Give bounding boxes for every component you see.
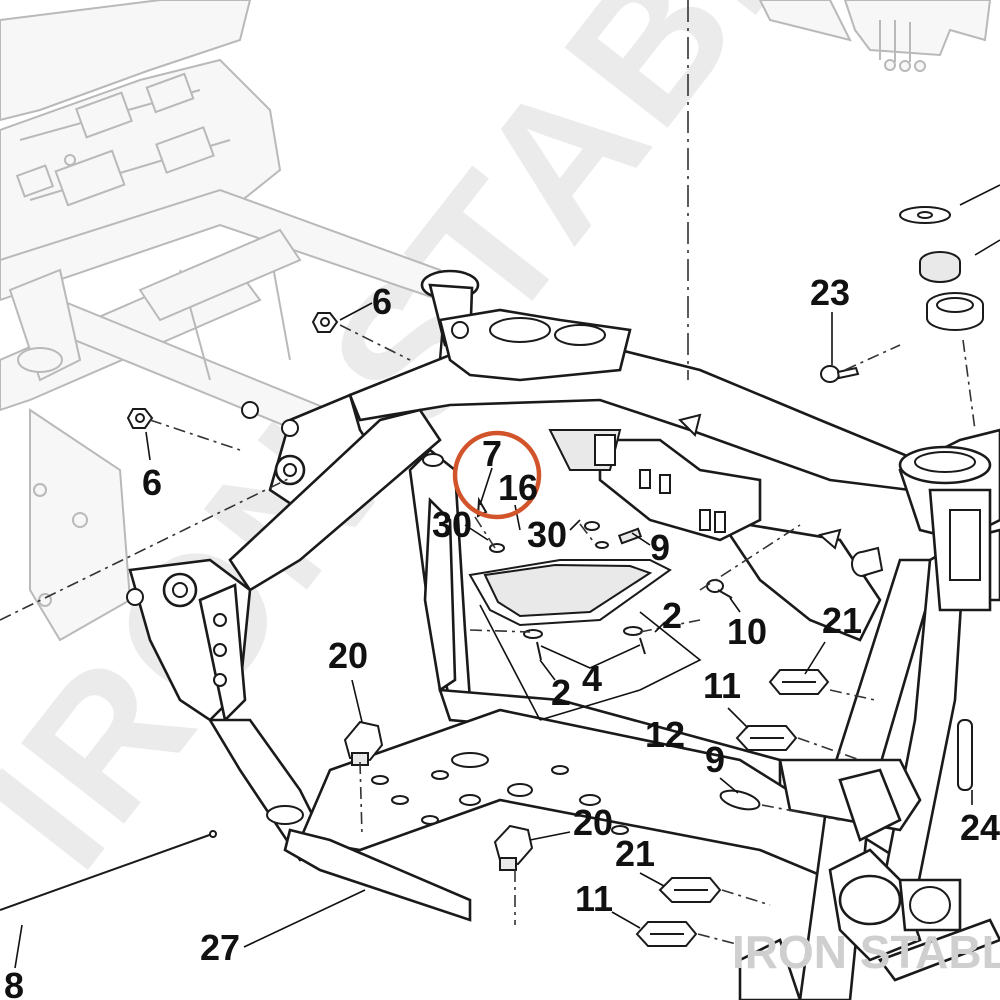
callout-12: 12 xyxy=(645,714,685,755)
callout-4: 4 xyxy=(582,658,602,699)
side-cover-assembly xyxy=(468,496,733,661)
main-frame xyxy=(128,269,1000,1000)
faded-top-right-hardware xyxy=(758,0,992,72)
callout-9-lower: 9 xyxy=(705,739,725,780)
callout-9-upper: 9 xyxy=(650,527,670,568)
highlight-circle xyxy=(452,430,542,520)
callout-11-upper: 11 xyxy=(703,665,741,706)
callout-8: 8 xyxy=(4,965,24,1000)
callout-6-lower: 6 xyxy=(142,462,162,503)
hardware xyxy=(0,206,984,947)
callout-2-right: 2 xyxy=(662,595,682,636)
callout-6-upper: 6 xyxy=(372,281,392,322)
assembly-lines xyxy=(0,0,976,946)
faded-rear-subframe xyxy=(0,0,441,642)
callout-30-right: 30 xyxy=(527,514,567,555)
callout-27: 27 xyxy=(200,927,240,968)
callout-10: 10 xyxy=(727,611,767,652)
callout-numbers: 6 6 7 16 30 30 9 2 2 4 10 21 11 12 9 20 … xyxy=(4,272,1000,1000)
callout-7: 7 xyxy=(482,433,502,474)
callout-21-upper: 21 xyxy=(822,600,862,641)
callout-2-left: 2 xyxy=(551,672,571,713)
callout-24: 24 xyxy=(960,807,1000,848)
callout-16: 16 xyxy=(498,467,538,508)
watermark-corner-text: IRON STABLE xyxy=(732,926,1000,978)
callout-11-lower: 11 xyxy=(575,878,613,919)
callout-21-lower: 21 xyxy=(615,833,655,874)
leader-lines xyxy=(14,184,1000,969)
callout-23: 23 xyxy=(810,272,850,313)
callout-20-right: 20 xyxy=(573,802,613,843)
callout-30-left: 30 xyxy=(432,504,472,545)
callout-20-left: 20 xyxy=(328,635,368,676)
